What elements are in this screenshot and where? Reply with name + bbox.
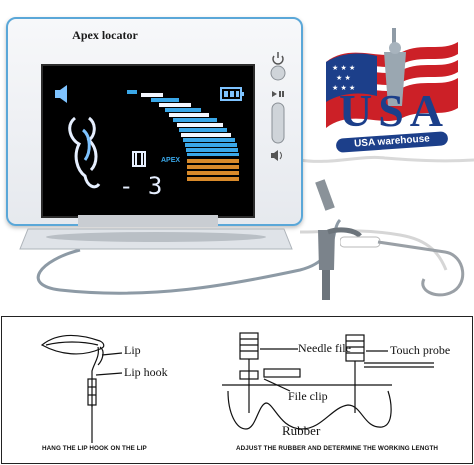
device-stand [18, 215, 294, 255]
play-pause-icon [272, 91, 284, 97]
file-icon [132, 151, 146, 167]
label-file-clip: File clip [288, 389, 328, 403]
touch-probe [340, 236, 465, 297]
label-lip: Lip [124, 343, 141, 357]
touch-probe-drawing [345, 334, 434, 413]
apex-locator-device: Apex locator [6, 17, 303, 226]
power-button [270, 65, 286, 81]
device-brand-label: Apex locator [72, 28, 138, 42]
device-side-controls [264, 47, 292, 197]
caption-right: ADJUST THE RUBBER AND DETERMINE THE WORK… [236, 445, 439, 452]
lip-drawing [40, 334, 105, 366]
label-rubber: Rubber [282, 423, 321, 438]
diagram-drawing [40, 332, 434, 443]
flag-graphic: ★ ★ ★ ★ ★ ★ ★ ★ [326, 28, 458, 128]
label-needle-file: Needle file [298, 341, 351, 355]
lip-hook-drawing [87, 346, 123, 443]
label-touch-probe: Touch probe [390, 343, 451, 357]
svg-text:★ ★: ★ ★ [336, 74, 351, 82]
caption-left: HANG THE LIP HOOK ON THE LIP [42, 445, 147, 452]
usage-diagram: Lip Lip hook HANG THE LIP HOOK ON THE LI… [1, 316, 473, 464]
svg-text:★ ★ ★: ★ ★ ★ [332, 64, 355, 72]
rocker-button [271, 102, 285, 144]
depth-readout: - 3 [119, 172, 162, 200]
battery-icon [220, 87, 244, 101]
lip-hook-probe [315, 179, 362, 300]
screen-graphics: APEX - 3 [55, 85, 244, 200]
needle-file-drawing [239, 332, 301, 413]
device-screen: APEX - 3 [41, 64, 255, 218]
volume-icon [271, 150, 282, 161]
tooth-icon [68, 116, 101, 189]
power-icon [272, 52, 284, 65]
apex-bar-meter [127, 90, 239, 181]
teeth-drawing [222, 384, 392, 430]
label-lip-hook: Lip hook [124, 365, 168, 379]
usa-letters: USA [338, 85, 450, 136]
svg-text:★ ★ ★: ★ ★ ★ [332, 84, 355, 92]
speaker-icon [55, 85, 67, 103]
usa-warehouse-badge: ★ ★ ★★ ★★ ★ ★ USA USA warehouse [322, 22, 462, 162]
apex-label: APEX [161, 157, 180, 164]
